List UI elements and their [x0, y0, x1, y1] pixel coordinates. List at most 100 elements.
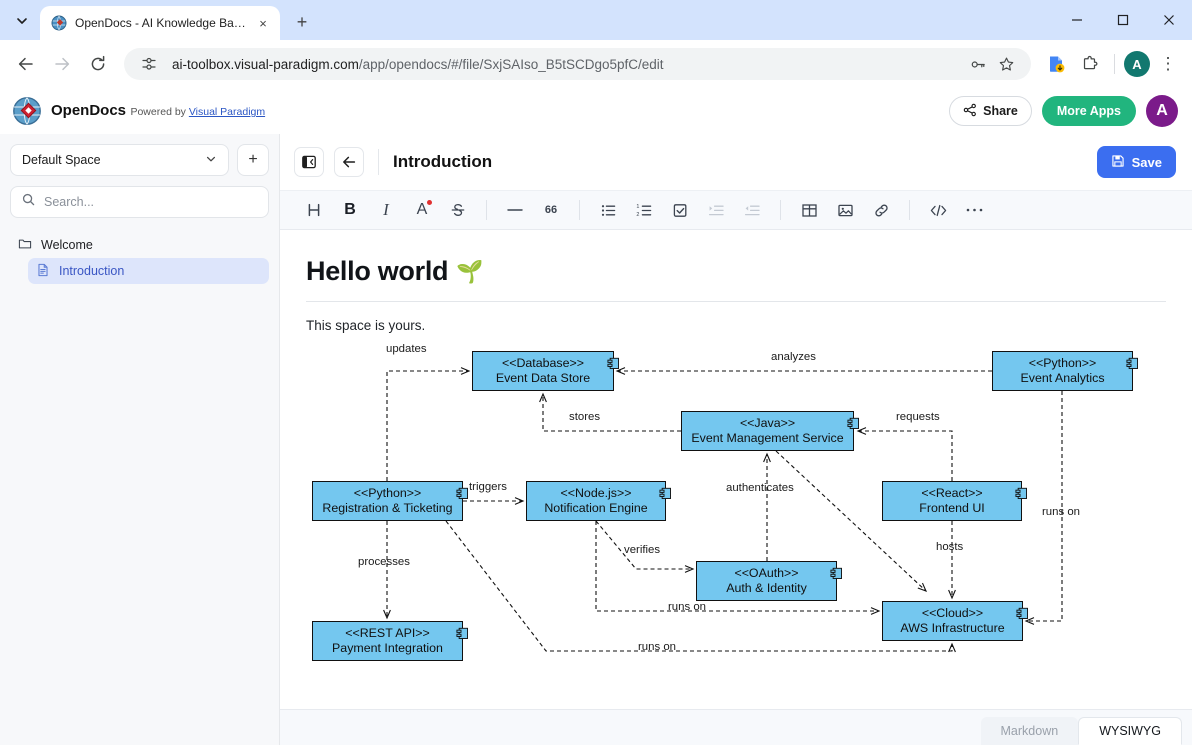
password-key-icon[interactable]	[965, 51, 991, 77]
sidebar-item-introduction[interactable]: Introduction	[28, 258, 269, 284]
document-scroll-area[interactable]: Hello world 🌱 This space is yours.	[280, 230, 1192, 709]
opendocs-favicon-icon	[51, 15, 67, 31]
document-page: Hello world 🌱 This space is yours.	[280, 230, 1192, 679]
reload-button[interactable]	[82, 48, 114, 80]
add-space-button[interactable]: +	[237, 144, 269, 176]
insert-link-button[interactable]	[863, 195, 899, 225]
tab-close-icon[interactable]: ×	[254, 14, 272, 32]
uml-node-stereotype: <<React>>	[921, 486, 982, 501]
new-tab-button[interactable]: +	[288, 8, 316, 36]
back-to-list-button[interactable]	[334, 147, 364, 177]
edge-label-updates: updates	[386, 343, 427, 355]
forward-button	[46, 48, 78, 80]
url-path: /app/opendocs/#/file/SxjSAIso_B5tSCDgo5p…	[359, 57, 664, 72]
italic-button[interactable]: I	[368, 195, 404, 225]
visual-paradigm-link[interactable]: Visual Paradigm	[189, 106, 265, 118]
chrome-profile-avatar[interactable]: A	[1124, 51, 1150, 77]
uml-node-aws-infrastructure[interactable]: <<Cloud>> AWS Infrastructure	[882, 601, 1023, 641]
code-block-button[interactable]	[920, 195, 956, 225]
save-page-extension-icon[interactable]	[1041, 49, 1071, 79]
search-box[interactable]	[10, 186, 269, 218]
document-heading: Hello world 🌱	[306, 256, 1166, 287]
user-avatar[interactable]: A	[1146, 95, 1178, 127]
more-apps-button[interactable]: More Apps	[1042, 96, 1136, 126]
browser-tab[interactable]: OpenDocs - AI Knowledge Base ×	[40, 6, 280, 40]
edge-label-verifies: verifies	[624, 544, 660, 556]
uml-node-name: Notification Engine	[544, 501, 647, 516]
uml-node-registration-ticketing[interactable]: <<Python>> Registration & Ticketing	[312, 481, 463, 521]
uml-node-stereotype: <<Python>>	[354, 486, 422, 501]
space-selected-label: Default Space	[22, 153, 101, 167]
edge-label-requests: requests	[896, 411, 940, 423]
omnibox-actions	[965, 51, 1019, 77]
chrome-menu-icon[interactable]: ⋮	[1154, 50, 1182, 78]
url-text: ai-toolbox.visual-paradigm.com/app/opend…	[172, 57, 955, 72]
sidebar-item-welcome[interactable]: Welcome	[10, 232, 269, 258]
indent-button[interactable]	[698, 195, 734, 225]
brand-name: OpenDocs	[51, 102, 126, 119]
app-header: OpenDocs Powered by Visual Paradigm Shar…	[0, 88, 1192, 134]
numbered-list-button[interactable]: 12	[626, 195, 662, 225]
tab-markdown[interactable]: Markdown	[981, 717, 1079, 745]
address-bar[interactable]: ai-toolbox.visual-paradigm.com/app/opend…	[124, 48, 1031, 80]
seedling-emoji-icon: 🌱	[456, 259, 483, 285]
checklist-button[interactable]	[662, 195, 698, 225]
page-title: Introduction	[393, 152, 492, 172]
toggle-sidebar-button[interactable]	[294, 147, 324, 177]
tab-search-chevron-icon[interactable]	[8, 7, 36, 35]
uml-node-name: AWS Infrastructure	[900, 621, 1004, 636]
uml-component-diagram[interactable]: <<Database>> Event Data Store <<Python>>…	[306, 339, 1192, 679]
uml-node-notification-engine[interactable]: <<Node.js>> Notification Engine	[526, 481, 666, 521]
brand-text: OpenDocs Powered by Visual Paradigm	[51, 102, 265, 120]
document-paragraph: This space is yours.	[306, 318, 1166, 333]
uml-node-event-management-service[interactable]: <<Java>> Event Management Service	[681, 411, 854, 451]
uml-node-stereotype: <<REST API>>	[345, 626, 430, 641]
window-close-button[interactable]	[1146, 0, 1192, 40]
brand[interactable]: OpenDocs Powered by Visual Paradigm	[12, 96, 265, 126]
more-options-button[interactable]	[956, 195, 992, 225]
window-maximize-button[interactable]	[1100, 0, 1146, 40]
uml-node-name: Event Management Service	[691, 431, 843, 446]
extensions-puzzle-icon[interactable]	[1075, 49, 1105, 79]
tab-strip: OpenDocs - AI Knowledge Base × +	[0, 0, 1192, 40]
save-button[interactable]: Save	[1097, 146, 1176, 178]
uml-node-auth-identity[interactable]: <<OAuth>> Auth & Identity	[696, 561, 837, 601]
app-body: Default Space +	[0, 134, 1192, 745]
uml-node-name: Event Data Store	[496, 371, 590, 386]
tab-wysiwyg[interactable]: WYSIWYG	[1078, 717, 1182, 745]
search-input[interactable]	[44, 195, 257, 209]
insert-image-button[interactable]	[827, 195, 863, 225]
text-color-button[interactable]: A	[404, 195, 440, 225]
editor-pane: Introduction Save B I A	[280, 134, 1192, 745]
space-selector[interactable]: Default Space	[10, 144, 229, 176]
uml-node-name: Event Analytics	[1020, 371, 1104, 386]
sidebar-item-label: Welcome	[41, 238, 93, 252]
insert-table-button[interactable]	[791, 195, 827, 225]
uml-node-event-analytics[interactable]: <<Python>> Event Analytics	[992, 351, 1133, 391]
sidebar-item-label: Introduction	[59, 264, 124, 278]
toolbar-divider-4	[909, 200, 910, 220]
heading-button[interactable]	[296, 195, 332, 225]
uml-node-payment-integration[interactable]: <<REST API>> Payment Integration	[312, 621, 463, 661]
sidebar: Default Space +	[0, 134, 280, 745]
uml-node-event-data-store[interactable]: <<Database>> Event Data Store	[472, 351, 614, 391]
outdent-button[interactable]	[734, 195, 770, 225]
uml-node-stereotype: <<Java>>	[740, 416, 795, 431]
window-minimize-button[interactable]	[1054, 0, 1100, 40]
strikethrough-button[interactable]	[440, 195, 476, 225]
bold-button[interactable]: B	[332, 195, 368, 225]
opendocs-logo-icon	[12, 96, 42, 126]
blockquote-button[interactable]: 66	[533, 195, 569, 225]
back-button[interactable]	[10, 48, 42, 80]
share-button[interactable]: Share	[949, 96, 1032, 126]
uml-node-stereotype: <<Node.js>>	[561, 486, 632, 501]
uml-node-stereotype: <<Cloud>>	[922, 606, 983, 621]
uml-node-frontend-ui[interactable]: <<React>> Frontend UI	[882, 481, 1022, 521]
tab-title: OpenDocs - AI Knowledge Base	[75, 16, 246, 30]
bullet-list-button[interactable]	[590, 195, 626, 225]
bookmark-star-icon[interactable]	[993, 51, 1019, 77]
site-settings-icon[interactable]	[136, 51, 162, 77]
powered-by-label: Powered by	[130, 106, 188, 118]
horizontal-rule-button[interactable]	[497, 195, 533, 225]
